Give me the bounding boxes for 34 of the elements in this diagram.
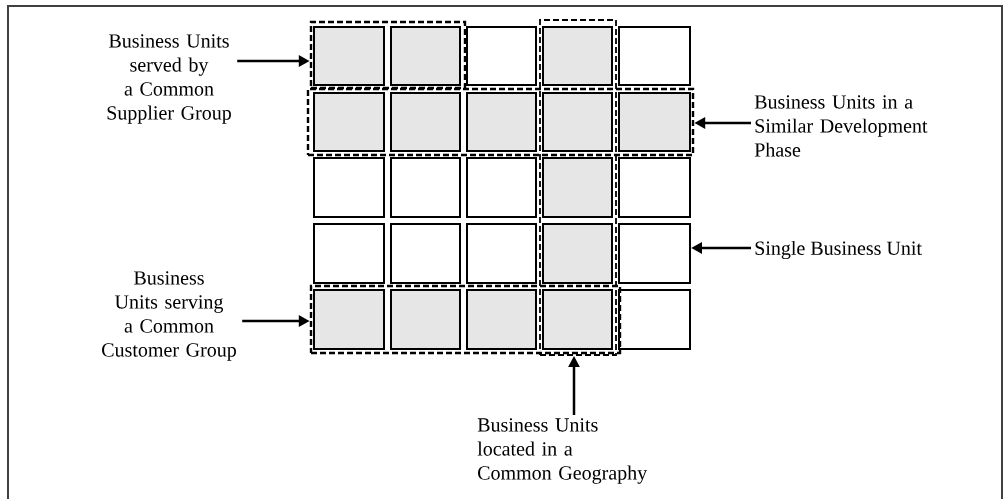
label-text: Business Units located in a Common Geography	[477, 418, 648, 484]
unit-box	[618, 223, 691, 284]
unit-box	[466, 289, 537, 350]
unit-box	[313, 289, 385, 350]
dashed-group-outline	[309, 284, 622, 355]
unit-box	[390, 289, 461, 350]
unit-box	[313, 26, 385, 86]
unit-box	[313, 157, 385, 218]
dashed-group-outline	[306, 87, 695, 157]
unit-box	[542, 157, 613, 218]
unit-box	[618, 26, 691, 86]
unit-box	[542, 26, 613, 86]
unit-box	[466, 223, 537, 284]
unit-box	[313, 92, 385, 152]
unit-box	[618, 289, 691, 350]
label-text: Business Units served by a Common Supplier Group	[107, 34, 231, 124]
unit-box	[618, 157, 691, 218]
unit-box	[542, 92, 613, 152]
unit-box	[466, 157, 537, 218]
unit-box	[466, 92, 537, 152]
label-text: Business Units serving a Common Customer Group	[102, 271, 236, 361]
unit-box	[313, 223, 385, 284]
label-text: Single Business Unit	[755, 240, 922, 260]
unit-box	[618, 92, 691, 152]
unit-box	[390, 26, 461, 86]
dashed-group-outline	[309, 20, 467, 90]
unit-box	[542, 289, 613, 350]
label-text: Business Units in a Similar Development Phase	[754, 95, 928, 157]
unit-box	[390, 157, 461, 218]
unit-box	[390, 92, 461, 152]
dashed-group-outline	[539, 19, 617, 356]
unit-box	[542, 223, 613, 284]
unit-box	[466, 26, 537, 86]
unit-box	[390, 223, 461, 284]
